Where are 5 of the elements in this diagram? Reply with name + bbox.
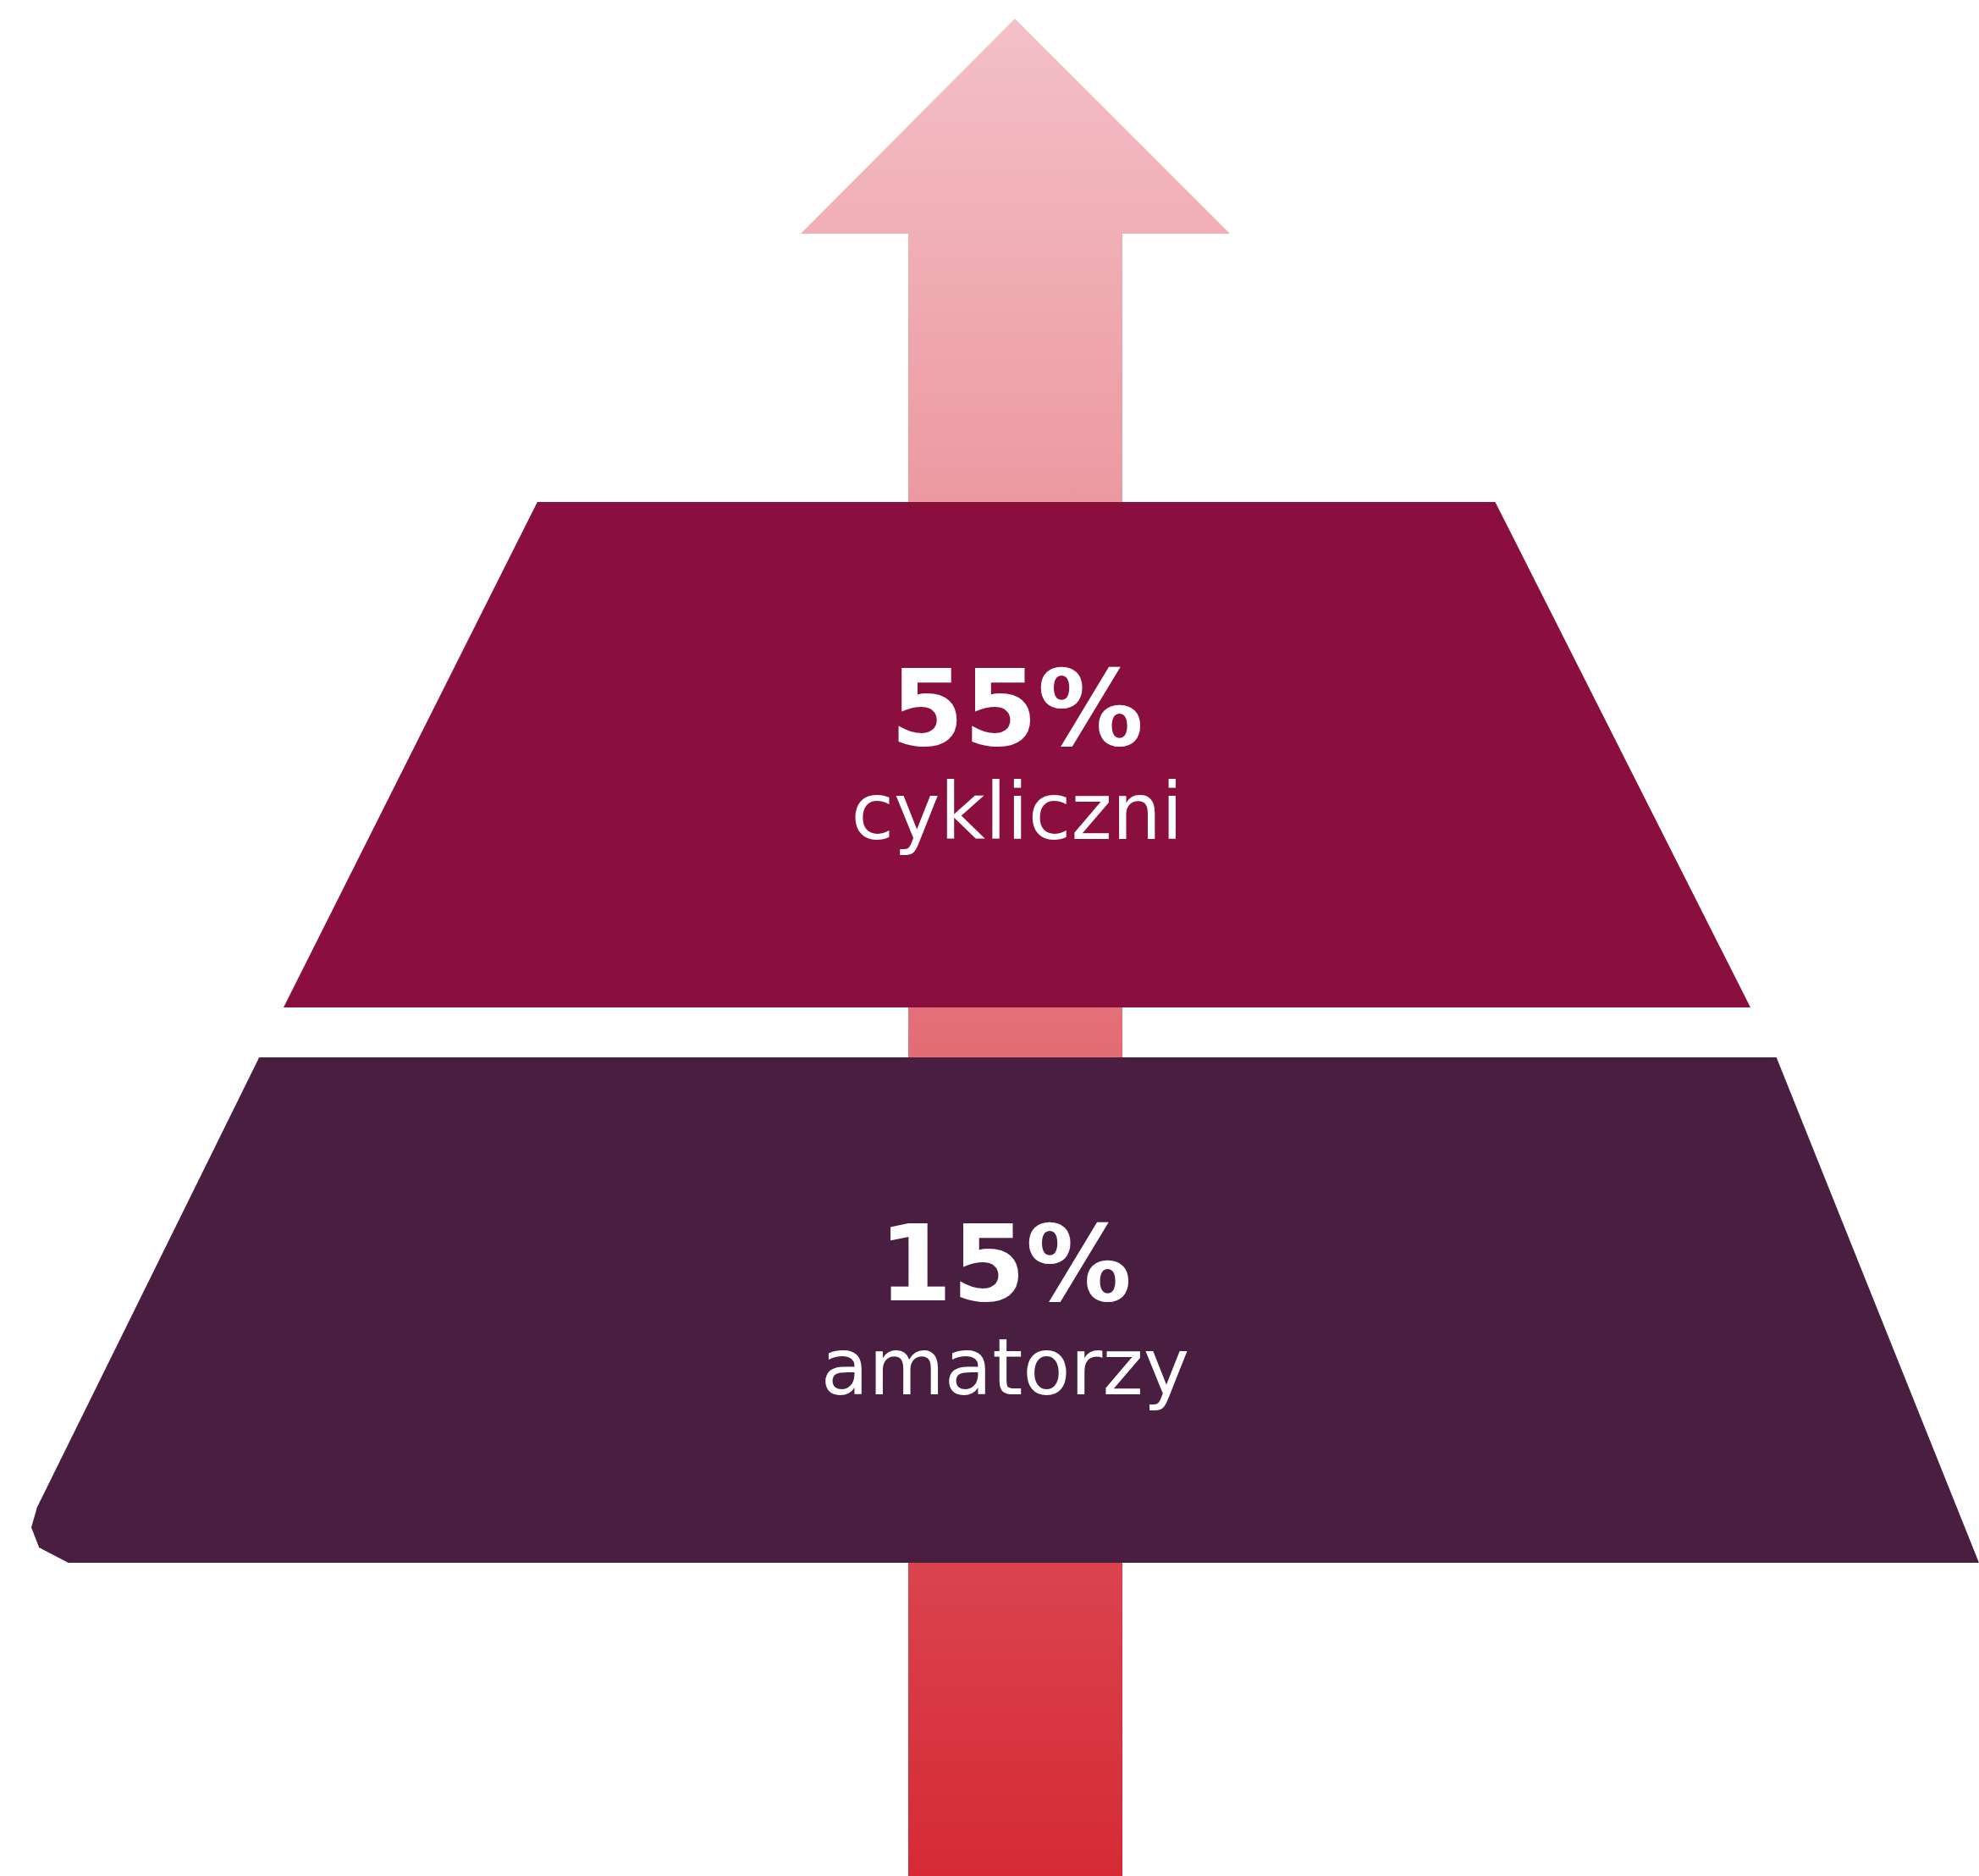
trapezoid-band: [31, 1057, 1979, 1563]
segment-label: cykliczni: [851, 766, 1183, 860]
percentage-value: 55%: [890, 649, 1144, 767]
percentage-value: 15%: [878, 1205, 1133, 1322]
segment-label: amatorzy: [820, 1321, 1190, 1415]
